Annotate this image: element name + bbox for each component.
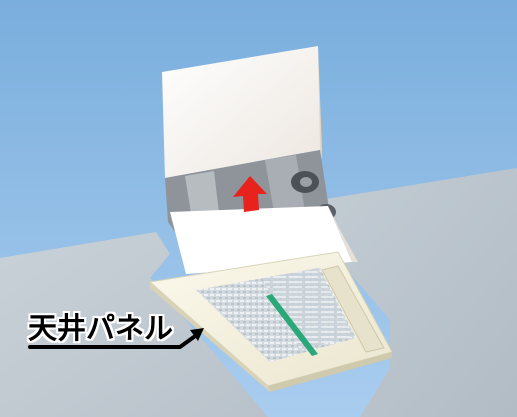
ceiling-panel-edge-right [268, 352, 392, 392]
roller-unit-hub [300, 177, 312, 187]
unit-box-front [162, 46, 320, 178]
ceiling-left [0, 232, 268, 417]
green-stripe [266, 294, 318, 356]
slide-rail-right [265, 155, 306, 224]
ceiling-panel-edge [150, 282, 270, 392]
ceiling-panel-label: 天井パネル [28, 311, 174, 345]
side-louver [321, 265, 385, 353]
arrow-pointer-icon [28, 332, 200, 349]
arrow-pointer-head [190, 328, 204, 341]
up-arrow-icon [233, 176, 267, 212]
outlet-slots [262, 268, 354, 350]
ceiling-right [320, 168, 517, 417]
